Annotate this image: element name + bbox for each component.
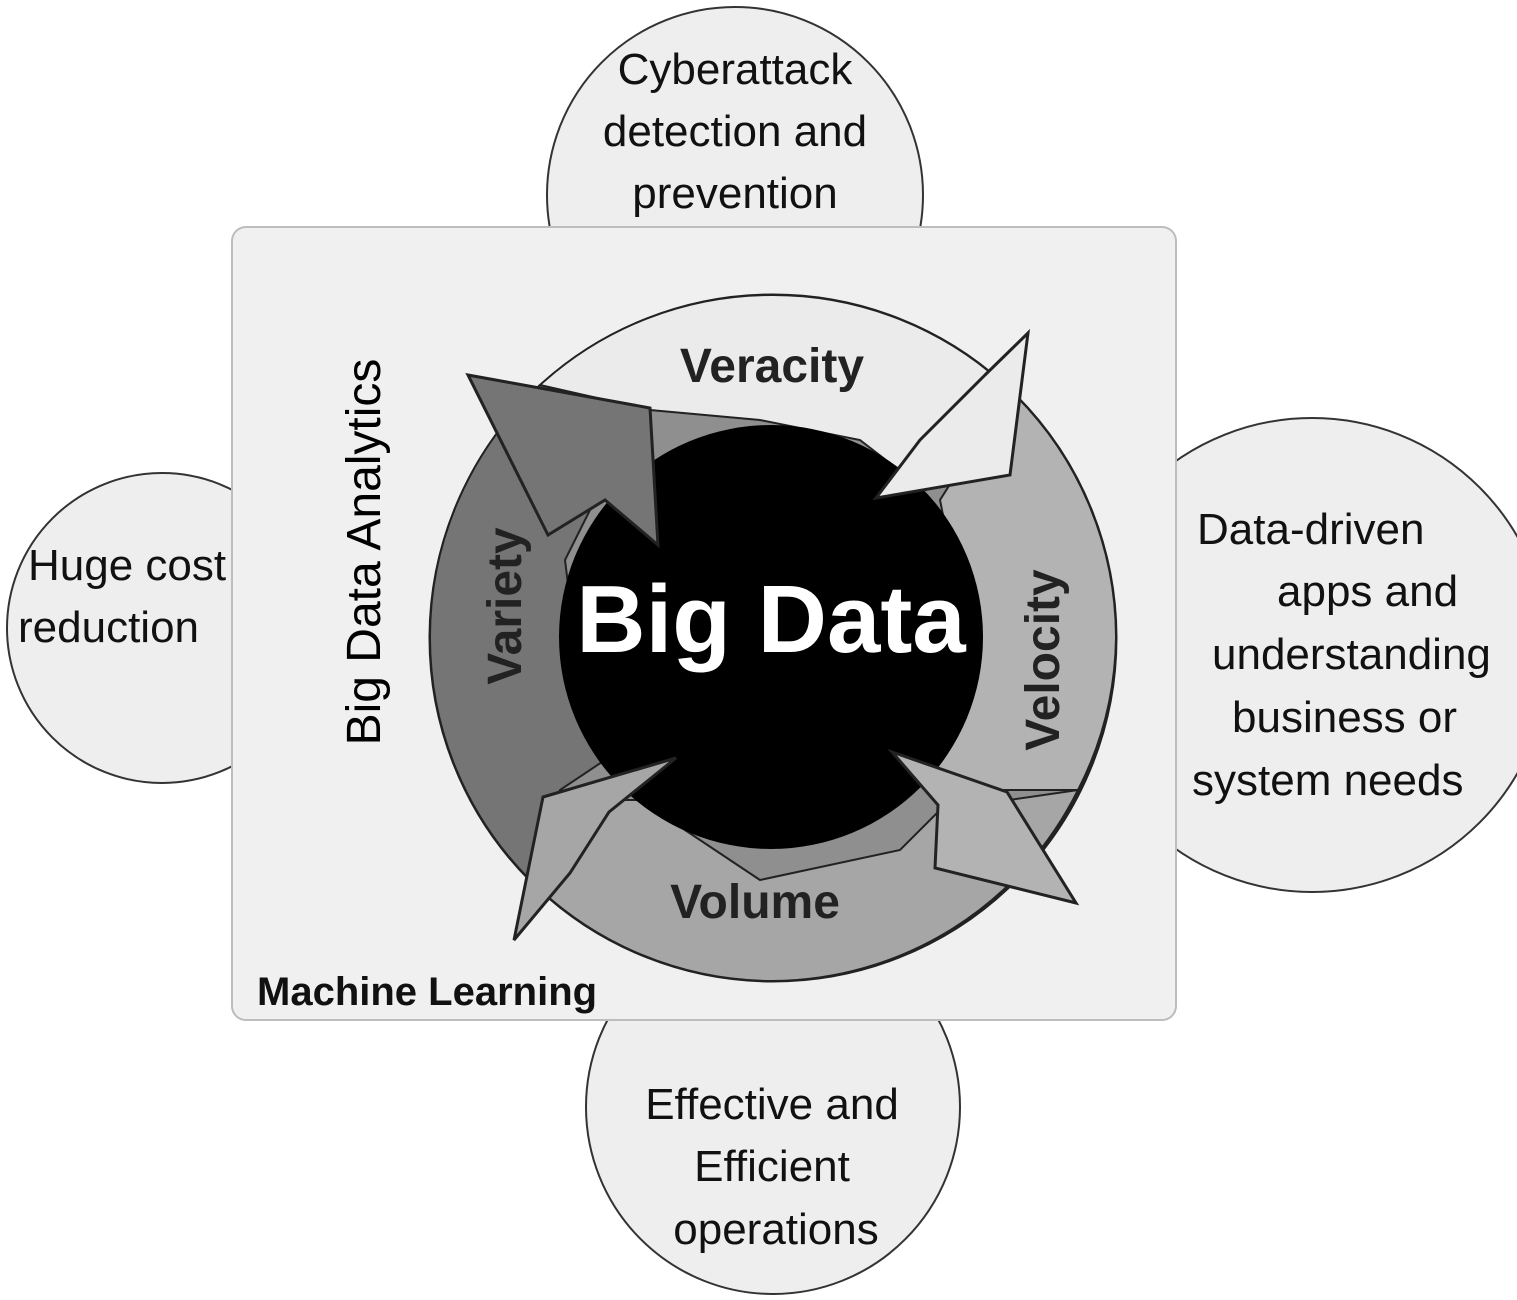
benefit-left-line-2: reduction — [18, 603, 199, 652]
frame-caption: Machine Learning — [257, 970, 597, 1014]
benefit-top-line-3: prevention — [632, 169, 837, 218]
velocity-arrow — [887, 748, 1080, 906]
benefit-right-text: Data-driven apps and understanding busin… — [1192, 505, 1491, 805]
benefit-left-line-1: Huge cost — [28, 541, 226, 590]
core-label: Big Data — [576, 566, 966, 673]
benefit-bottom-line-2: Efficient — [694, 1142, 850, 1191]
benefit-bottom-line-1: Effective and — [645, 1080, 899, 1129]
benefit-bottom-text: Effective and Efficient operations — [645, 1080, 899, 1254]
volume-label: Volume — [670, 876, 840, 929]
benefit-right-line-2: apps and — [1277, 567, 1458, 616]
variety-label: Variety — [479, 527, 532, 685]
benefit-top-line-2: detection and — [603, 107, 867, 156]
benefit-right-line-5: system needs — [1192, 756, 1463, 805]
benefit-left-text: Huge cost reduction — [18, 541, 226, 652]
frame-title: Big Data Analytics — [338, 359, 391, 746]
veracity-label: Veracity — [680, 340, 864, 393]
core-circle — [559, 425, 983, 849]
benefit-right-line-3: understanding — [1212, 630, 1491, 679]
benefit-bottom-line-3: operations — [673, 1205, 878, 1254]
velocity-label: Velocity — [1017, 569, 1070, 751]
benefit-right-line-1: Data-driven — [1197, 505, 1424, 554]
benefit-top-line-1: Cyberattack — [618, 45, 854, 94]
benefit-right-line-4: business or — [1232, 693, 1457, 742]
variety-arrow — [465, 372, 660, 549]
volume-arrow — [512, 756, 677, 941]
veracity-arrow — [872, 328, 1031, 501]
